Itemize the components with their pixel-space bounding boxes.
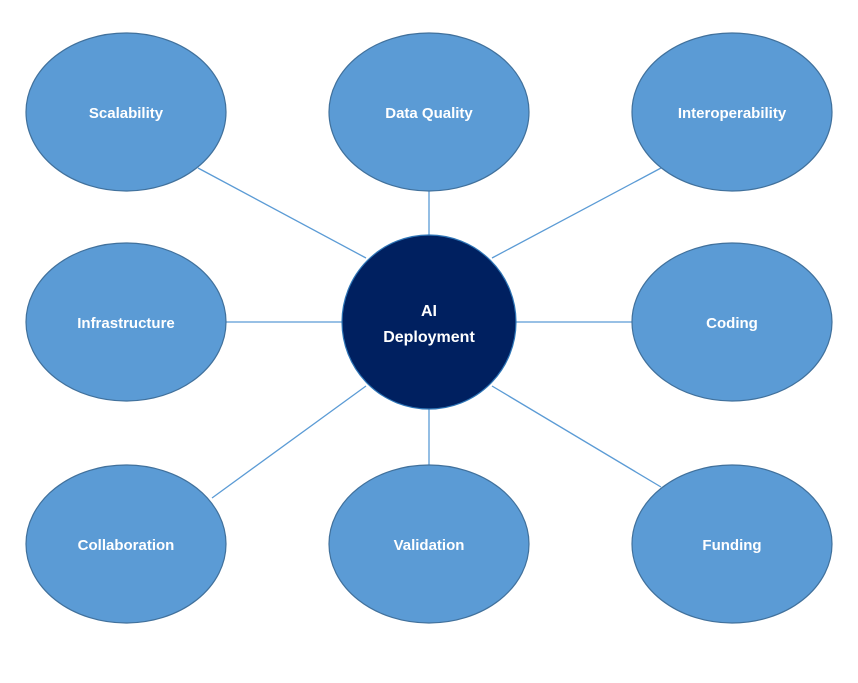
center-label-line2: Deployment xyxy=(383,329,475,346)
connector-interoperability xyxy=(491,167,662,259)
node-funding-shape xyxy=(631,464,833,624)
node-data-quality: Data Quality xyxy=(328,32,530,192)
node-collaboration-label: Collaboration xyxy=(78,537,175,554)
node-collaboration-shape xyxy=(25,464,227,624)
center-node-shape xyxy=(341,234,517,410)
node-funding: Funding xyxy=(631,464,833,624)
node-scalability-label: Scalability xyxy=(89,105,164,122)
center-label-line1: AI xyxy=(421,303,437,320)
node-validation-label: Validation xyxy=(394,537,465,554)
node-interoperability-shape xyxy=(631,32,833,192)
node-infrastructure: Infrastructure xyxy=(25,242,227,402)
node-collaboration: Collaboration xyxy=(25,464,227,624)
node-validation: Validation xyxy=(328,464,530,624)
connector-scalability xyxy=(197,167,367,259)
center-node: AI Deployment xyxy=(341,234,517,410)
connectors xyxy=(197,167,662,499)
connector-funding xyxy=(491,385,662,488)
node-validation-shape xyxy=(328,464,530,624)
node-scalability: Scalability xyxy=(25,32,227,192)
node-interoperability: Interoperability xyxy=(631,32,833,192)
node-infrastructure-label: Infrastructure xyxy=(77,315,175,332)
node-funding-label: Funding xyxy=(702,537,761,554)
node-coding-shape xyxy=(631,242,833,402)
node-coding-label: Coding xyxy=(706,315,758,332)
node-scalability-shape xyxy=(25,32,227,192)
node-coding: Coding xyxy=(631,242,833,402)
node-data-quality-label: Data Quality xyxy=(385,105,473,122)
node-infrastructure-shape xyxy=(25,242,227,402)
connector-collaboration xyxy=(211,385,367,499)
node-data-quality-shape xyxy=(328,32,530,192)
node-interoperability-label: Interoperability xyxy=(678,105,787,122)
